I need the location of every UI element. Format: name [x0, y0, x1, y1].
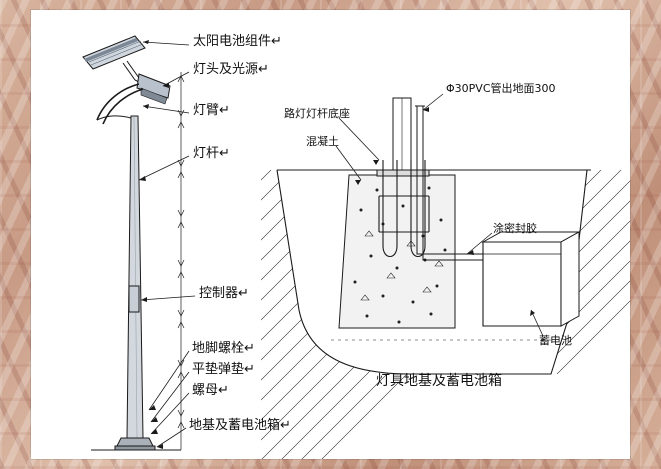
pole-base-graphic [114, 437, 156, 451]
left-elevation-drawing [82, 35, 196, 451]
label-controller: 控制器↵ [199, 286, 249, 301]
label-lamp-arm: 灯臂↵ [193, 103, 230, 118]
right-diagram-title: 灯具地基及蓄电池箱 [376, 373, 502, 389]
lamp-head-graphic [136, 73, 171, 105]
label-sealant: 涂密封胶 [493, 222, 537, 235]
soil-hatch-right [551, 170, 630, 374]
label-solar-panel: 太阳电池组件↵ [193, 34, 282, 49]
label-pole-base: 路灯灯杆底座 [284, 107, 350, 120]
label-anchor-bolt: 地脚螺栓↵ [192, 341, 255, 356]
gravel-bed [331, 327, 551, 341]
label-pvc-pipe: Φ30PVC管出地面300 [446, 82, 556, 95]
pole-stub-graphic [392, 97, 412, 176]
right-section-drawing [261, 93, 630, 459]
anchor-bolt-cage [378, 160, 430, 258]
pvc-conduit-graphic [415, 105, 501, 261]
label-lamp-head: 灯头及光源↵ [193, 62, 269, 77]
label-foundation-and-battery-box: 地基及蓄电池箱↵ [189, 418, 291, 433]
base-plate-graphic [376, 169, 430, 177]
leader-lines [138, 40, 196, 449]
controller-graphic [128, 285, 140, 313]
lamp-pole-graphic [126, 115, 144, 439]
label-concrete: 混凝土 [306, 135, 339, 148]
label-nut: 螺母↵ [192, 383, 229, 398]
lamp-arm-graphic [96, 83, 144, 125]
diagram-canvas: 太阳电池组件↵ 灯头及光源↵ 灯臂↵ 灯杆↵ 控制器↵ 地脚螺栓↵ 平垫弹垫↵ … [31, 10, 630, 459]
technical-drawing [82, 35, 630, 459]
dimension-chain [177, 72, 185, 450]
label-lamp-pole: 灯杆↵ [193, 146, 230, 161]
right-leader-lines [335, 93, 544, 337]
solar-panel-graphic [82, 35, 146, 70]
label-flat-spring-washer: 平垫弹垫↵ [192, 362, 255, 377]
label-battery: 蓄电池 [539, 334, 572, 347]
battery-box-graphic [481, 231, 581, 327]
